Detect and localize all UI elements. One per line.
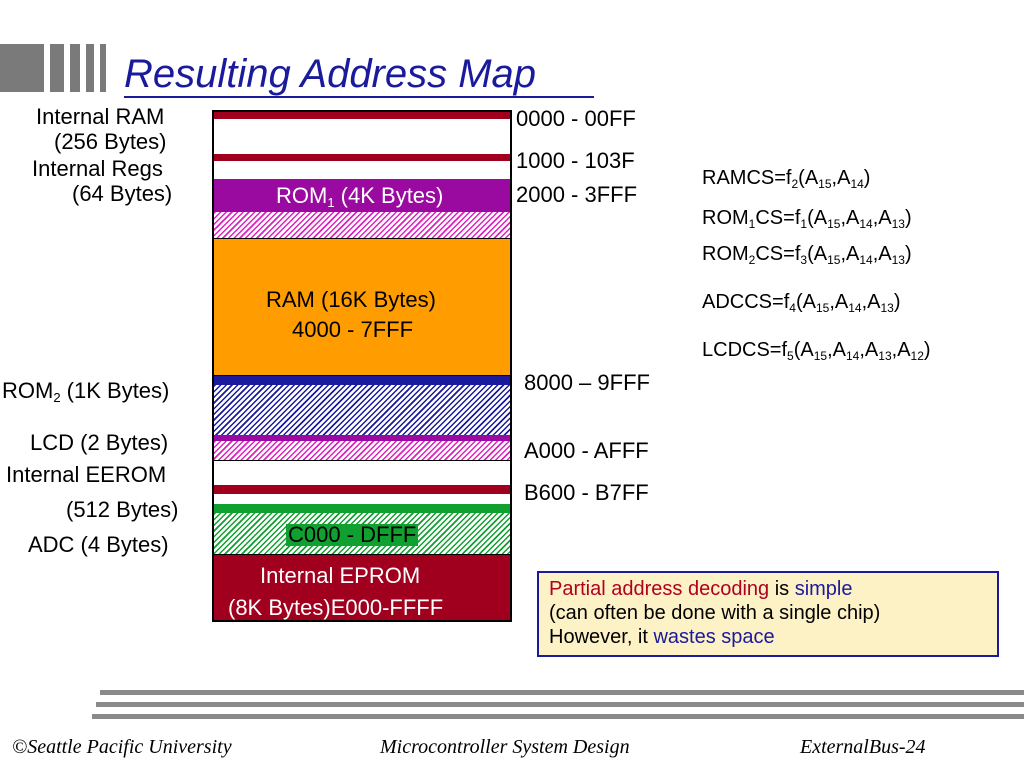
- rom1-label: ROM1 (4K Bytes): [276, 183, 444, 210]
- band-internal-ram: [214, 112, 510, 119]
- ram-label-line1: RAM (16K Bytes): [266, 287, 436, 312]
- label-internal-ram: Internal RAM: [36, 104, 165, 129]
- band-gap-1: [214, 119, 510, 154]
- page-title: Resulting Address Map: [124, 52, 537, 96]
- label-adc: ADC (4 Bytes): [28, 532, 169, 557]
- label-internal-eerom: Internal EEROM: [6, 462, 167, 487]
- title-underline: [124, 96, 594, 98]
- eq-rom1cs: ROM1CS=f1(A15,A14,A13): [702, 207, 912, 231]
- header-bar-5: [100, 44, 106, 92]
- band-internal-regs: [214, 154, 510, 161]
- eq-lcdcs: LCDCS=f5(A15,A14,A13,A12): [702, 339, 931, 363]
- band-rom1-mirror: [214, 212, 510, 238]
- addr-8000: 8000 – 9FFF: [524, 370, 650, 395]
- footer-left: ©Seattle Pacific University: [12, 736, 232, 758]
- band-gap-3: [214, 460, 510, 485]
- band-eprom: Internal EPROM (8K Bytes)E000-FFFF: [214, 555, 510, 620]
- eq-ramcs: RAMCS=f2(A15,A14): [702, 167, 871, 191]
- band-rom1: ROM1 (4K Bytes): [214, 179, 510, 212]
- band-gap-2: [214, 161, 510, 179]
- label-rom2: ROM2 (1K Bytes): [2, 378, 170, 405]
- eq-rom2cs: ROM2CS=f3(A15,A14,A13): [702, 243, 912, 267]
- label-internal-eerom-size: (512 Bytes): [66, 497, 179, 522]
- header-bar-4: [86, 44, 94, 92]
- eprom-label-line2: (8K Bytes)E000-FFFF: [228, 595, 444, 620]
- addr-1000: 1000 - 103F: [516, 148, 635, 173]
- label-lcd: LCD (2 Bytes): [30, 430, 169, 455]
- header-bar-3: [70, 44, 80, 92]
- header-bar-1: [0, 44, 44, 92]
- footer-center: Microcontroller System Design: [380, 736, 630, 758]
- eq-adccs: ADCCS=f4(A15,A14,A13): [702, 291, 901, 315]
- ram-label-line2: 4000 - 7FFF: [292, 317, 414, 342]
- c000-label: C000 - DFFF: [286, 522, 419, 547]
- note-line-2: (can often be done with a single chip): [549, 602, 881, 624]
- header-bar-2: [50, 44, 64, 92]
- note-line-3: However, it wastes space: [549, 626, 775, 648]
- footer-line-3: [92, 714, 1024, 719]
- label-internal-ram-size: (256 Bytes): [54, 129, 167, 154]
- band-gap-4: [214, 494, 510, 504]
- addr-b600: B600 - B7FF: [524, 480, 649, 505]
- footer-line-1: [100, 690, 1024, 695]
- address-map: ROM1 (4K Bytes) RAM (16K Bytes) 4000 - 7…: [212, 110, 512, 622]
- addr-2000: 2000 - 3FFF: [516, 182, 638, 207]
- band-lcd-mirror: [214, 441, 510, 460]
- band-ram: RAM (16K Bytes) 4000 - 7FFF: [214, 238, 510, 376]
- band-eerom: [214, 485, 510, 494]
- band-lcd: [214, 435, 510, 441]
- label-internal-regs-size: (64 Bytes): [72, 181, 173, 206]
- addr-a000: A000 - AFFF: [524, 438, 649, 463]
- band-adc: [214, 504, 510, 513]
- note-box: Partial address decoding is simple (can …: [537, 571, 999, 657]
- addr-0000: 0000 - 00FF: [516, 106, 636, 131]
- band-rom2: [214, 376, 510, 385]
- label-internal-regs: Internal Regs: [32, 156, 163, 181]
- band-adc-mirror: C000 - DFFF: [214, 513, 510, 555]
- band-rom2-mirror: [214, 385, 510, 435]
- eprom-label-line1: Internal EPROM: [260, 563, 421, 588]
- footer-right: ExternalBus-24: [800, 736, 926, 758]
- header-decoration: [0, 44, 110, 92]
- note-line-1: Partial address decoding is simple: [549, 578, 853, 600]
- footer-line-2: [96, 702, 1024, 707]
